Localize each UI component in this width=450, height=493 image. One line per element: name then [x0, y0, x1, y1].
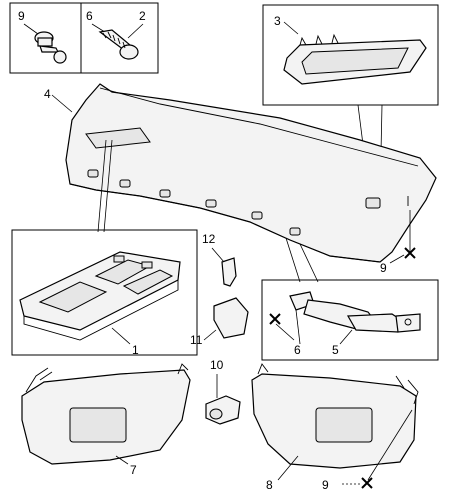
callout-7: 7: [130, 463, 137, 477]
coat-hook: [221, 257, 237, 287]
callout-2-screw: 2: [139, 9, 146, 23]
callout-11: 11: [190, 333, 203, 347]
callout-4: 4: [44, 87, 51, 101]
fixing-marker-upper: [389, 210, 416, 264]
grab-handle-cover: [213, 297, 249, 339]
screw-icon: [91, 23, 144, 60]
callout-3: 3: [274, 14, 281, 28]
sun-visor-left: [21, 363, 191, 465]
visor-retainer-inset-box: [261, 279, 439, 361]
callout-6-screw: 6: [86, 9, 93, 23]
callout-5: 5: [332, 343, 339, 357]
fastener-inset-box: [9, 2, 159, 74]
fixing-marker-inset: [269, 313, 295, 341]
callout-9-clip: 9: [18, 9, 25, 23]
grab-handle-inset-box: [262, 4, 439, 106]
sun-visor-right: [251, 363, 419, 469]
marker-label-9-upper: 9: [380, 261, 387, 275]
callout-12: 12: [202, 232, 216, 246]
callout-8: 8: [266, 478, 273, 492]
callout-10: 10: [210, 358, 224, 372]
overhead-console-inset-box: [11, 229, 198, 356]
visor-clip: [205, 395, 241, 425]
marker-label-6: 6: [294, 343, 301, 357]
fixing-marker-lower: [342, 409, 413, 489]
overhead-console: [19, 251, 181, 341]
push-clip-icon: [23, 23, 67, 64]
callout-1: 1: [132, 343, 139, 357]
headlining-panel: [65, 83, 437, 263]
visor-retainer: [289, 291, 421, 333]
marker-label-9-lower: 9: [322, 478, 329, 492]
grab-handle-bezel: [283, 33, 427, 85]
